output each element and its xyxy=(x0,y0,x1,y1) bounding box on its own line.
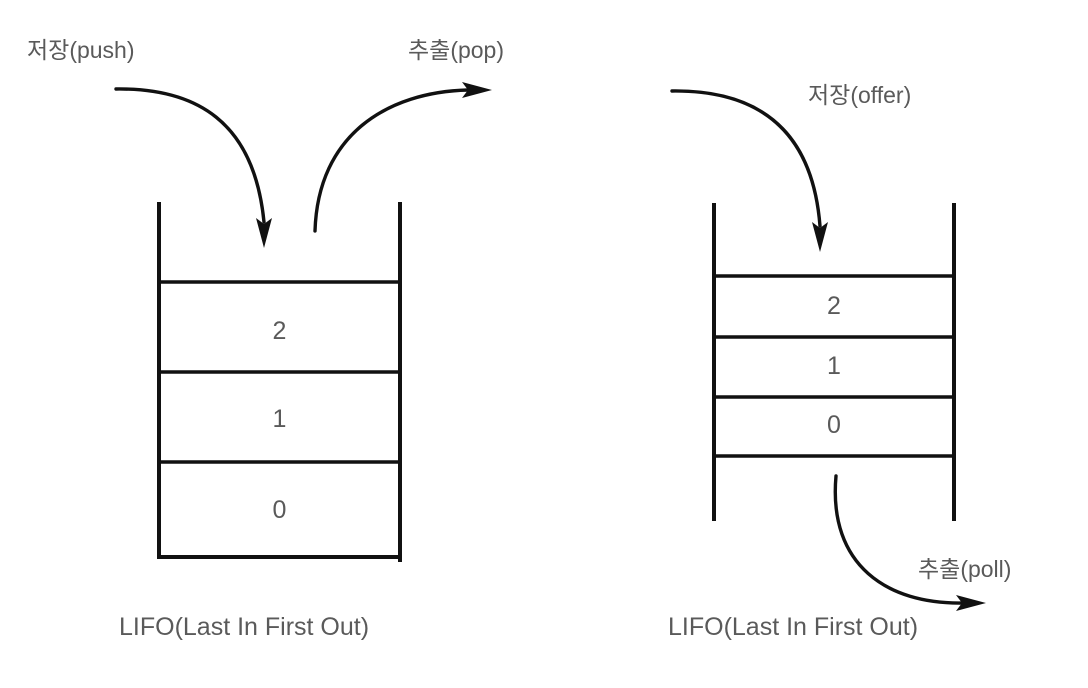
right-queue-cell-value-1: 1 xyxy=(827,352,841,380)
poll-arrow xyxy=(833,474,986,611)
right-queue-cell-value-0: 2 xyxy=(827,292,841,320)
left-stack-cell-value-0: 2 xyxy=(272,317,287,345)
right-queue-container xyxy=(712,203,956,521)
offer-arrow xyxy=(670,89,828,252)
push-arrow xyxy=(114,87,272,248)
poll-label: 추출(poll) xyxy=(918,556,1012,582)
right-queue-cell-value-2: 0 xyxy=(827,411,841,439)
left-stack-cell-value-2: 0 xyxy=(272,496,287,524)
left-stack-cell-value-1: 1 xyxy=(272,405,287,433)
pop-label: 추출(pop) xyxy=(408,37,505,63)
push-label: 저장(push) xyxy=(27,37,135,63)
right-queue-caption: LIFO(Last In First Out) xyxy=(668,613,919,641)
left-stack-container xyxy=(157,202,402,562)
left-stack-caption: LIFO(Last In First Out) xyxy=(119,613,370,641)
offer-label: 저장(offer) xyxy=(808,82,912,108)
pop-arrow xyxy=(313,82,492,233)
